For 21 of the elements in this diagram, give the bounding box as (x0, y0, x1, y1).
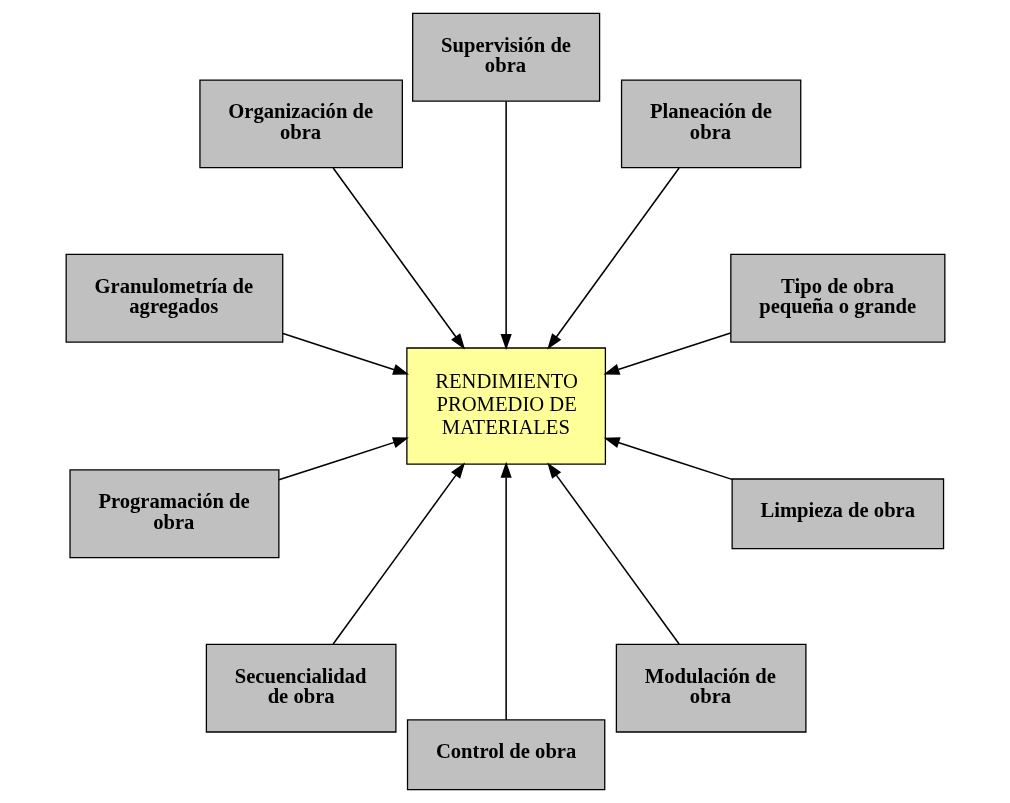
node-box: Limpieza de obra (731, 478, 944, 550)
arrow (281, 332, 409, 375)
node-box: Programación de obra (68, 469, 279, 559)
arrow (331, 167, 465, 350)
node-box: Secuencialidad de obra (205, 643, 397, 733)
arrow (546, 462, 680, 645)
arrow (546, 167, 680, 350)
arrow (331, 462, 465, 645)
arrow (277, 437, 409, 481)
node-box: Modulación de obra (615, 643, 807, 733)
arrow (603, 437, 733, 481)
arrow (602, 332, 731, 375)
arrow (500, 461, 512, 721)
node-box: Tipo de obra pequeña o grande (729, 253, 945, 343)
node-box: Granulometría de agregados (65, 253, 283, 343)
arrow (500, 100, 512, 351)
node-box: Control de obra (406, 719, 605, 791)
node-box: RENDIMIENTO PROMEDIO DE MATERIALES (405, 347, 606, 465)
node-box: Planeación de obra (620, 79, 801, 169)
node-box: Supervisión de obra (411, 12, 600, 102)
node-box: Organización de obra (198, 79, 403, 169)
